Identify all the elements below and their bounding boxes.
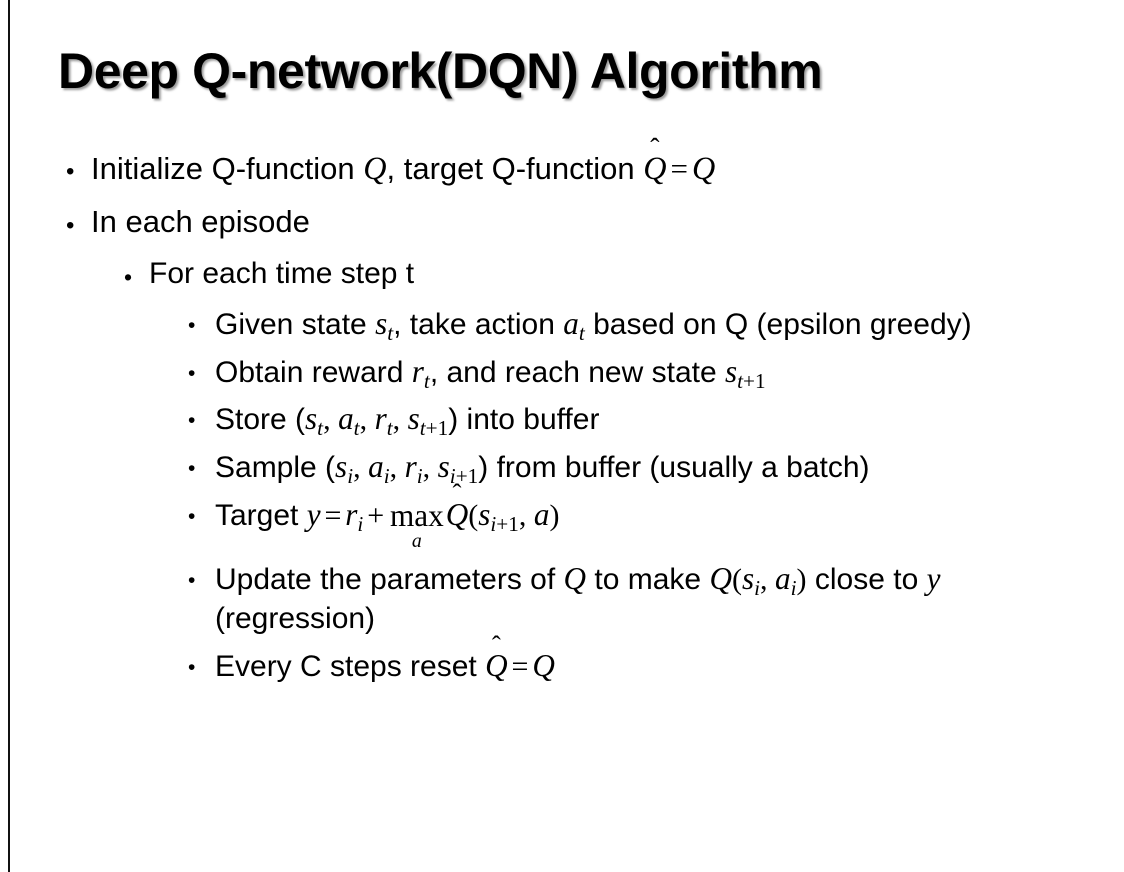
bullet-marker: • xyxy=(66,158,75,185)
list-item-text: Store (st, at, rt, st+1) into buffer xyxy=(215,401,600,441)
math-a: ai xyxy=(368,448,390,488)
list-item-text: Obtain reward rt, and reach new state st… xyxy=(215,351,1105,393)
text-update-tail1: close to xyxy=(806,562,927,596)
text-obtain-mid: , and reach new state xyxy=(429,355,725,389)
math-s-next: st+1 xyxy=(407,401,449,441)
text-given-mid: , take action xyxy=(393,308,564,342)
text-store-lead: Store ( xyxy=(215,403,306,437)
text-given-tail: based on Q (epsilon greedy) xyxy=(584,308,972,342)
math-q-hat: Q̂ xyxy=(643,150,667,186)
math-equals: = xyxy=(324,498,342,532)
list-item-text: In each episode xyxy=(91,203,310,239)
math-s: si xyxy=(335,448,354,488)
text-reset-lead: Every C steps reset xyxy=(215,650,486,684)
text-obtain-lead: Obtain reward xyxy=(215,355,412,389)
bullet-marker: • xyxy=(188,568,196,592)
math-q2: Q xyxy=(709,560,732,596)
math-a: a xyxy=(533,496,550,532)
bullet-marker: • xyxy=(188,456,196,480)
bullet-marker: • xyxy=(188,314,196,338)
list-item-text: Sample (si, ai, ri, si+1) from buffer (u… xyxy=(215,448,870,488)
math-s: st xyxy=(375,306,394,346)
math-r: rt xyxy=(411,353,430,393)
math-a: ai xyxy=(775,560,797,600)
math-r: rt xyxy=(374,401,393,441)
text-sample-tail: ) from buffer (usually a batch) xyxy=(478,450,870,484)
math-q-hat: Q̂ xyxy=(485,648,508,684)
math-s-next: si+1 xyxy=(437,448,479,488)
list-item-update: • Update the parameters of Q to make Q(s… xyxy=(0,558,1124,639)
math-y: y xyxy=(926,560,941,596)
bullet-list: • Initialize Q-function Q, target Q-func… xyxy=(0,148,1124,693)
text-initialize-mid: , target Q-function xyxy=(386,151,644,186)
list-item-for-each-time-step: • For each time step t xyxy=(0,254,1124,293)
math-s-next: si+1 xyxy=(478,496,519,536)
list-item-given-state: • Given state st, take action at based o… xyxy=(0,303,1124,345)
text-update-tail2: (regression) xyxy=(215,602,376,636)
list-item-initialize: • Initialize Q-function Q, target Q-func… xyxy=(0,148,1124,190)
text-target-lead: Target xyxy=(215,498,307,532)
bullet-marker: • xyxy=(124,264,133,291)
math-q: Q xyxy=(563,560,587,596)
list-item-text: Initialize Q-function Q, target Q-functi… xyxy=(91,148,1091,190)
list-item-text: Given state st, take action at based on … xyxy=(215,303,1105,345)
text-store-tail: ) into buffer xyxy=(448,403,600,437)
math-q: Q xyxy=(532,648,555,684)
math-equals: = xyxy=(670,151,689,186)
list-item-text: Update the parameters of Q to make Q(si,… xyxy=(215,560,941,636)
math-q2: Q xyxy=(692,150,716,186)
text-sample-lead: Sample ( xyxy=(215,450,336,484)
left-edge-rule xyxy=(8,0,10,872)
math-r: ri xyxy=(404,448,423,488)
math-equals: = xyxy=(511,650,529,684)
math-s: st xyxy=(305,401,324,441)
text-initialize-lead: Initialize Q-function xyxy=(91,151,364,186)
list-item-sample: • Sample (si, ai, ri, si+1) from buffer … xyxy=(0,446,1124,488)
math-a: at xyxy=(563,306,585,346)
list-item-obtain-reward: • Obtain reward rt, and reach new state … xyxy=(0,351,1124,393)
bullet-marker: • xyxy=(188,361,196,385)
bullet-marker: • xyxy=(66,211,75,239)
list-item-reset-target-network: • Every C steps reset Q̂=Q xyxy=(0,645,1124,687)
bullet-marker: • xyxy=(188,504,196,528)
math-y: y xyxy=(306,496,321,532)
bullet-marker: • xyxy=(188,656,196,680)
text-update-mid: to make xyxy=(586,562,710,596)
math-q-hat: Q̂ xyxy=(445,496,469,532)
list-item-text: For each time step t xyxy=(149,257,415,291)
math-s-next: st+1 xyxy=(725,353,766,393)
math-s: si xyxy=(741,560,761,600)
text-given-lead: Given state xyxy=(215,308,376,342)
list-item-text: Every C steps reset Q̂=Q xyxy=(215,645,1105,687)
text-update-lead: Update the parameters of xyxy=(215,562,564,596)
math-r: ri xyxy=(345,496,364,536)
math-plus: + xyxy=(367,498,385,532)
bullet-marker: • xyxy=(188,409,196,433)
list-item-in-each-episode: • In each episode xyxy=(0,202,1124,242)
list-item-store: • Store (st, at, rt, st+1) into buffer xyxy=(0,398,1124,440)
page-title: Deep Q-network(DQN) Algorithm xyxy=(58,43,823,99)
math-q: Q xyxy=(363,150,387,186)
math-a: at xyxy=(338,401,360,441)
